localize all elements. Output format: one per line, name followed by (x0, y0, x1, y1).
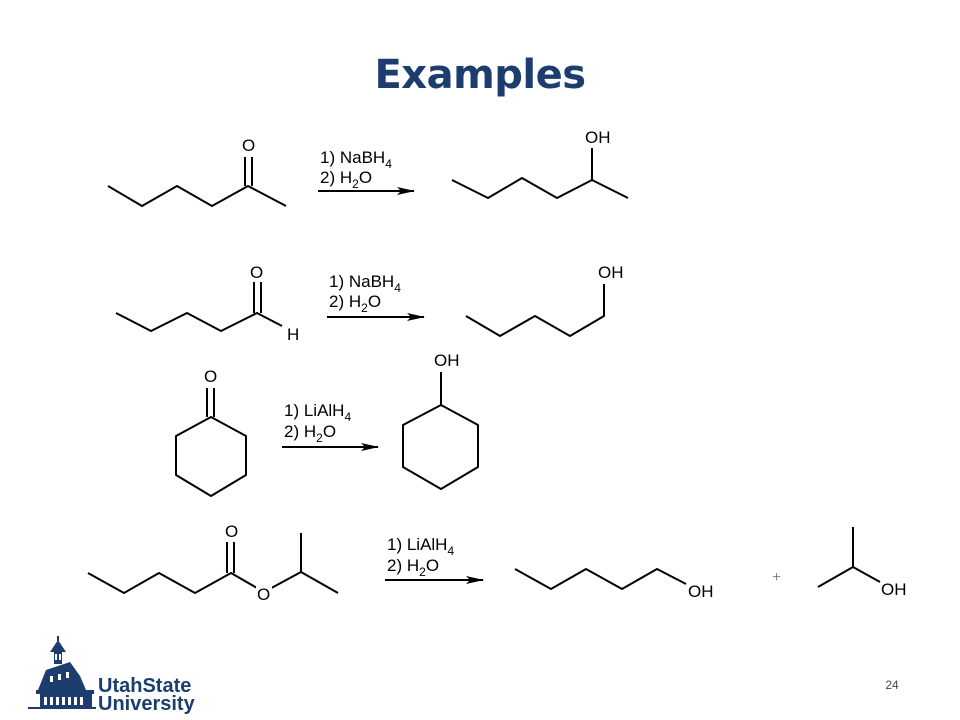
reactant-isopropyl-pentanoate: O O (87, 522, 339, 604)
reactant-2-hexanone: O (107, 136, 287, 207)
carbonyl-oxygen-label: O (225, 522, 238, 541)
hydroxyl-label: OH (881, 580, 907, 599)
old-main-building-icon (28, 636, 96, 709)
hydroxyl-label: OH (434, 351, 460, 370)
reactant-pentanal: O H (115, 263, 299, 344)
usu-logo: UtahState University (28, 636, 196, 715)
condition-step-2: 2) H2O (387, 556, 439, 579)
plus-sign: + (772, 569, 781, 586)
product-2-propanol: OH (817, 527, 907, 599)
oxygen-label: O (250, 263, 263, 282)
condition-step-1: 1) NaBH4 (320, 148, 392, 171)
product-1-pentanol: OH (465, 263, 624, 337)
logo-line-1: UtahState (98, 675, 191, 697)
condition-step-2: 2) H2O (284, 422, 336, 445)
product-1-pentanol: OH (514, 568, 714, 601)
reaction-1: O 1) NaBH4 2) H2O OH (107, 128, 629, 207)
conditions-3: 1) LiAlH4 2) H2O (282, 401, 379, 451)
condition-step-1: 1) LiAlH4 (387, 535, 454, 558)
product-2-hexanol: OH (451, 128, 629, 199)
reaction-2: O H 1) NaBH4 2) H2O OH (115, 263, 624, 344)
oxygen-label: O (204, 367, 217, 386)
reaction-3: O 1) LiAlH4 2) H2O OH (175, 351, 479, 497)
product-cyclohexanol: OH (402, 351, 479, 490)
hydrogen-label: H (287, 325, 299, 344)
reactant-cyclohexanone: O (175, 367, 247, 497)
condition-step-1: 1) LiAlH4 (284, 401, 351, 424)
condition-step-2: 2) H2O (329, 292, 381, 315)
slide-title: Examples (374, 52, 586, 98)
condition-step-2: 2) H2O (320, 168, 372, 191)
hydroxyl-label: OH (598, 263, 624, 282)
conditions-4: 1) LiAlH4 2) H2O (385, 535, 484, 584)
hydroxyl-label: OH (585, 128, 611, 147)
logo-line-2: University (98, 693, 196, 715)
reaction-4: O O 1) LiAlH4 2) H2O OH + OH (87, 522, 907, 604)
condition-step-1: 1) NaBH4 (329, 272, 401, 295)
hydroxyl-label: OH (688, 582, 714, 601)
page-number: 24 (885, 678, 899, 692)
oxygen-label: O (242, 136, 255, 155)
ester-oxygen-label: O (257, 585, 270, 604)
conditions-2: 1) NaBH4 2) H2O (327, 272, 425, 321)
conditions-1: 1) NaBH4 2) H2O (318, 148, 415, 195)
